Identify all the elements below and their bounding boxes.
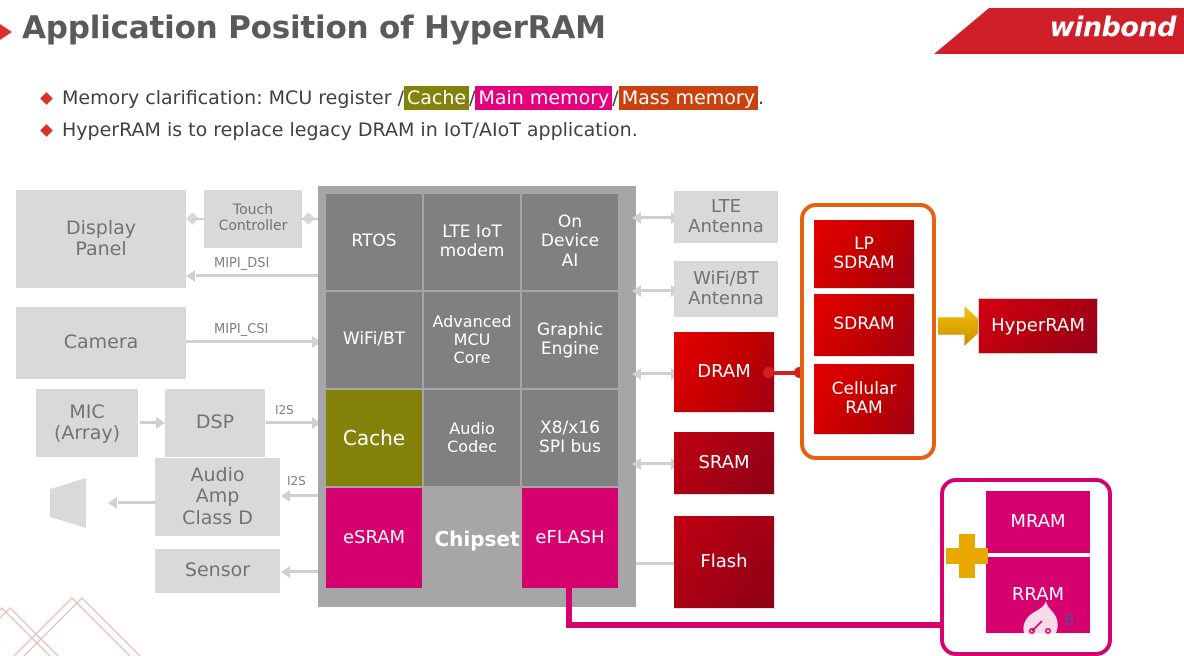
- chipset-cell-lte-iot-modem: LTE IoT modem: [424, 194, 520, 290]
- line-to-dram: [640, 372, 674, 375]
- pink-connector-vertical: [566, 588, 572, 625]
- arrowhead-left: [281, 566, 290, 578]
- arrowhead-left: [632, 285, 641, 297]
- line-to-lte-antenna: [640, 216, 674, 219]
- block-lte-antenna: LTE Antenna: [674, 191, 778, 243]
- chipset-cell-esram: eSRAM: [326, 488, 422, 588]
- arrowhead-left: [632, 458, 641, 470]
- line-chipset-to-sensor: [290, 570, 320, 573]
- plus-icon-v: [959, 534, 975, 578]
- arrowhead-right: [312, 417, 321, 429]
- line-to-flash: [636, 562, 676, 565]
- sep-2: /: [612, 87, 619, 109]
- chipset-cell-cache: Cache: [326, 390, 422, 486]
- line-chipset-to-amp: [290, 494, 320, 497]
- watermark-logo: B: [1023, 601, 1074, 644]
- highlight-mass-memory: Mass memory: [618, 86, 758, 110]
- arrowhead-left: [632, 368, 641, 380]
- chipset-cell-graphic-engine: Graphic Engine: [522, 292, 618, 388]
- decorative-chevrons: [0, 597, 141, 656]
- winbond-logo: winbond: [1049, 12, 1177, 43]
- arrowhead-left: [108, 497, 117, 509]
- chipset-cell-audio-codec: Audio Codec: [424, 390, 520, 486]
- block-sdram: SDRAM: [814, 294, 914, 356]
- bus-label-i2s-amp: I2S: [287, 474, 306, 488]
- block-sram: SRAM: [674, 432, 774, 494]
- bus-line-mipi-csi: [186, 340, 314, 343]
- arrowhead-left: [281, 490, 290, 502]
- bullet-item-hyperram: HyperRAM is to replace legacy DRAM in Io…: [40, 119, 764, 141]
- block-audio-amp: Audio Amp Class D: [155, 458, 280, 536]
- line-to-wifi-antenna: [640, 289, 674, 292]
- speaker-icon: [50, 478, 86, 528]
- block-dsp: DSP: [165, 389, 265, 457]
- connector-dot-group: [794, 367, 805, 378]
- chipset-cell-wifi-bt: WiFi/BT: [326, 292, 422, 388]
- arrowhead-left: [186, 270, 195, 282]
- block-dram: DRAM: [674, 332, 774, 412]
- bus-line-mipi-dsi: [196, 274, 320, 277]
- connector-line: [300, 218, 320, 220]
- bullet-list: Memory clarification: MCU register / Cac…: [40, 86, 764, 150]
- block-display-panel: Display Panel: [16, 190, 186, 288]
- block-camera: Camera: [16, 307, 186, 379]
- bullet-text: HyperRAM is to replace legacy DRAM in Io…: [62, 119, 638, 141]
- sep-1: /: [469, 87, 476, 109]
- bullet-text-prefix: Memory clarification: MCU register /: [62, 87, 404, 109]
- highlight-main-memory: Main memory: [475, 86, 613, 110]
- block-wifi-bt-antenna: WiFi/BT Antenna: [674, 261, 778, 317]
- highlight-cache: Cache: [403, 86, 470, 110]
- line-amp-to-speaker: [118, 501, 156, 504]
- bus-label-mipi-dsi: MIPI_DSI: [214, 256, 270, 271]
- line-dsp-to-chipset: [266, 421, 314, 424]
- chipset-cell-spi-bus: X8/x16 SPI bus: [522, 390, 618, 486]
- chipset-cell-rtos: RTOS: [326, 194, 422, 290]
- block-hyperram: HyperRAM: [978, 298, 1098, 354]
- block-cellular-ram: Cellular RAM: [814, 364, 914, 434]
- block-sensor: Sensor: [155, 549, 280, 593]
- connector-dot-dram: [763, 367, 774, 378]
- bullet-item-memory-clarification: Memory clarification: MCU register / Cac…: [40, 86, 764, 110]
- pink-connector-horizontal: [566, 622, 946, 628]
- line-mic-to-dsp: [140, 421, 158, 424]
- block-mic-array: MIC (Array): [36, 389, 138, 457]
- bus-label-mipi-csi: MIPI_CSI: [214, 322, 269, 337]
- page-title: Application Position of HyperRAM: [22, 10, 606, 46]
- block-touch-controller: Touch Controller: [204, 190, 302, 248]
- chipset-label: Chipset: [434, 526, 520, 551]
- svg-text:B: B: [1064, 611, 1074, 629]
- connector-line-dram: [770, 371, 800, 375]
- diamond-bullet-icon: [40, 91, 53, 105]
- block-mram: MRAM: [986, 491, 1090, 553]
- diamond-bullet-icon: [40, 123, 53, 137]
- block-flash: Flash: [674, 516, 774, 608]
- bullet-text-suffix: .: [757, 87, 764, 109]
- bus-label-i2s-dsp: I2S: [275, 403, 294, 417]
- chipset-cell-advanced-mcu-core: Advanced MCU Core: [424, 292, 520, 388]
- chipset-cell-on-device-ai: On Device AI: [522, 194, 618, 290]
- connector-line: [192, 218, 205, 220]
- block-lp-sdram: LP SDRAM: [814, 220, 914, 288]
- arrowhead-right: [312, 336, 321, 348]
- triangle-right-icon: [0, 22, 12, 42]
- chipset-cell-eflash: eFLASH: [522, 488, 618, 588]
- arrowhead-right: [156, 417, 165, 429]
- line-to-sram: [640, 462, 674, 465]
- arrowhead-left: [632, 212, 641, 224]
